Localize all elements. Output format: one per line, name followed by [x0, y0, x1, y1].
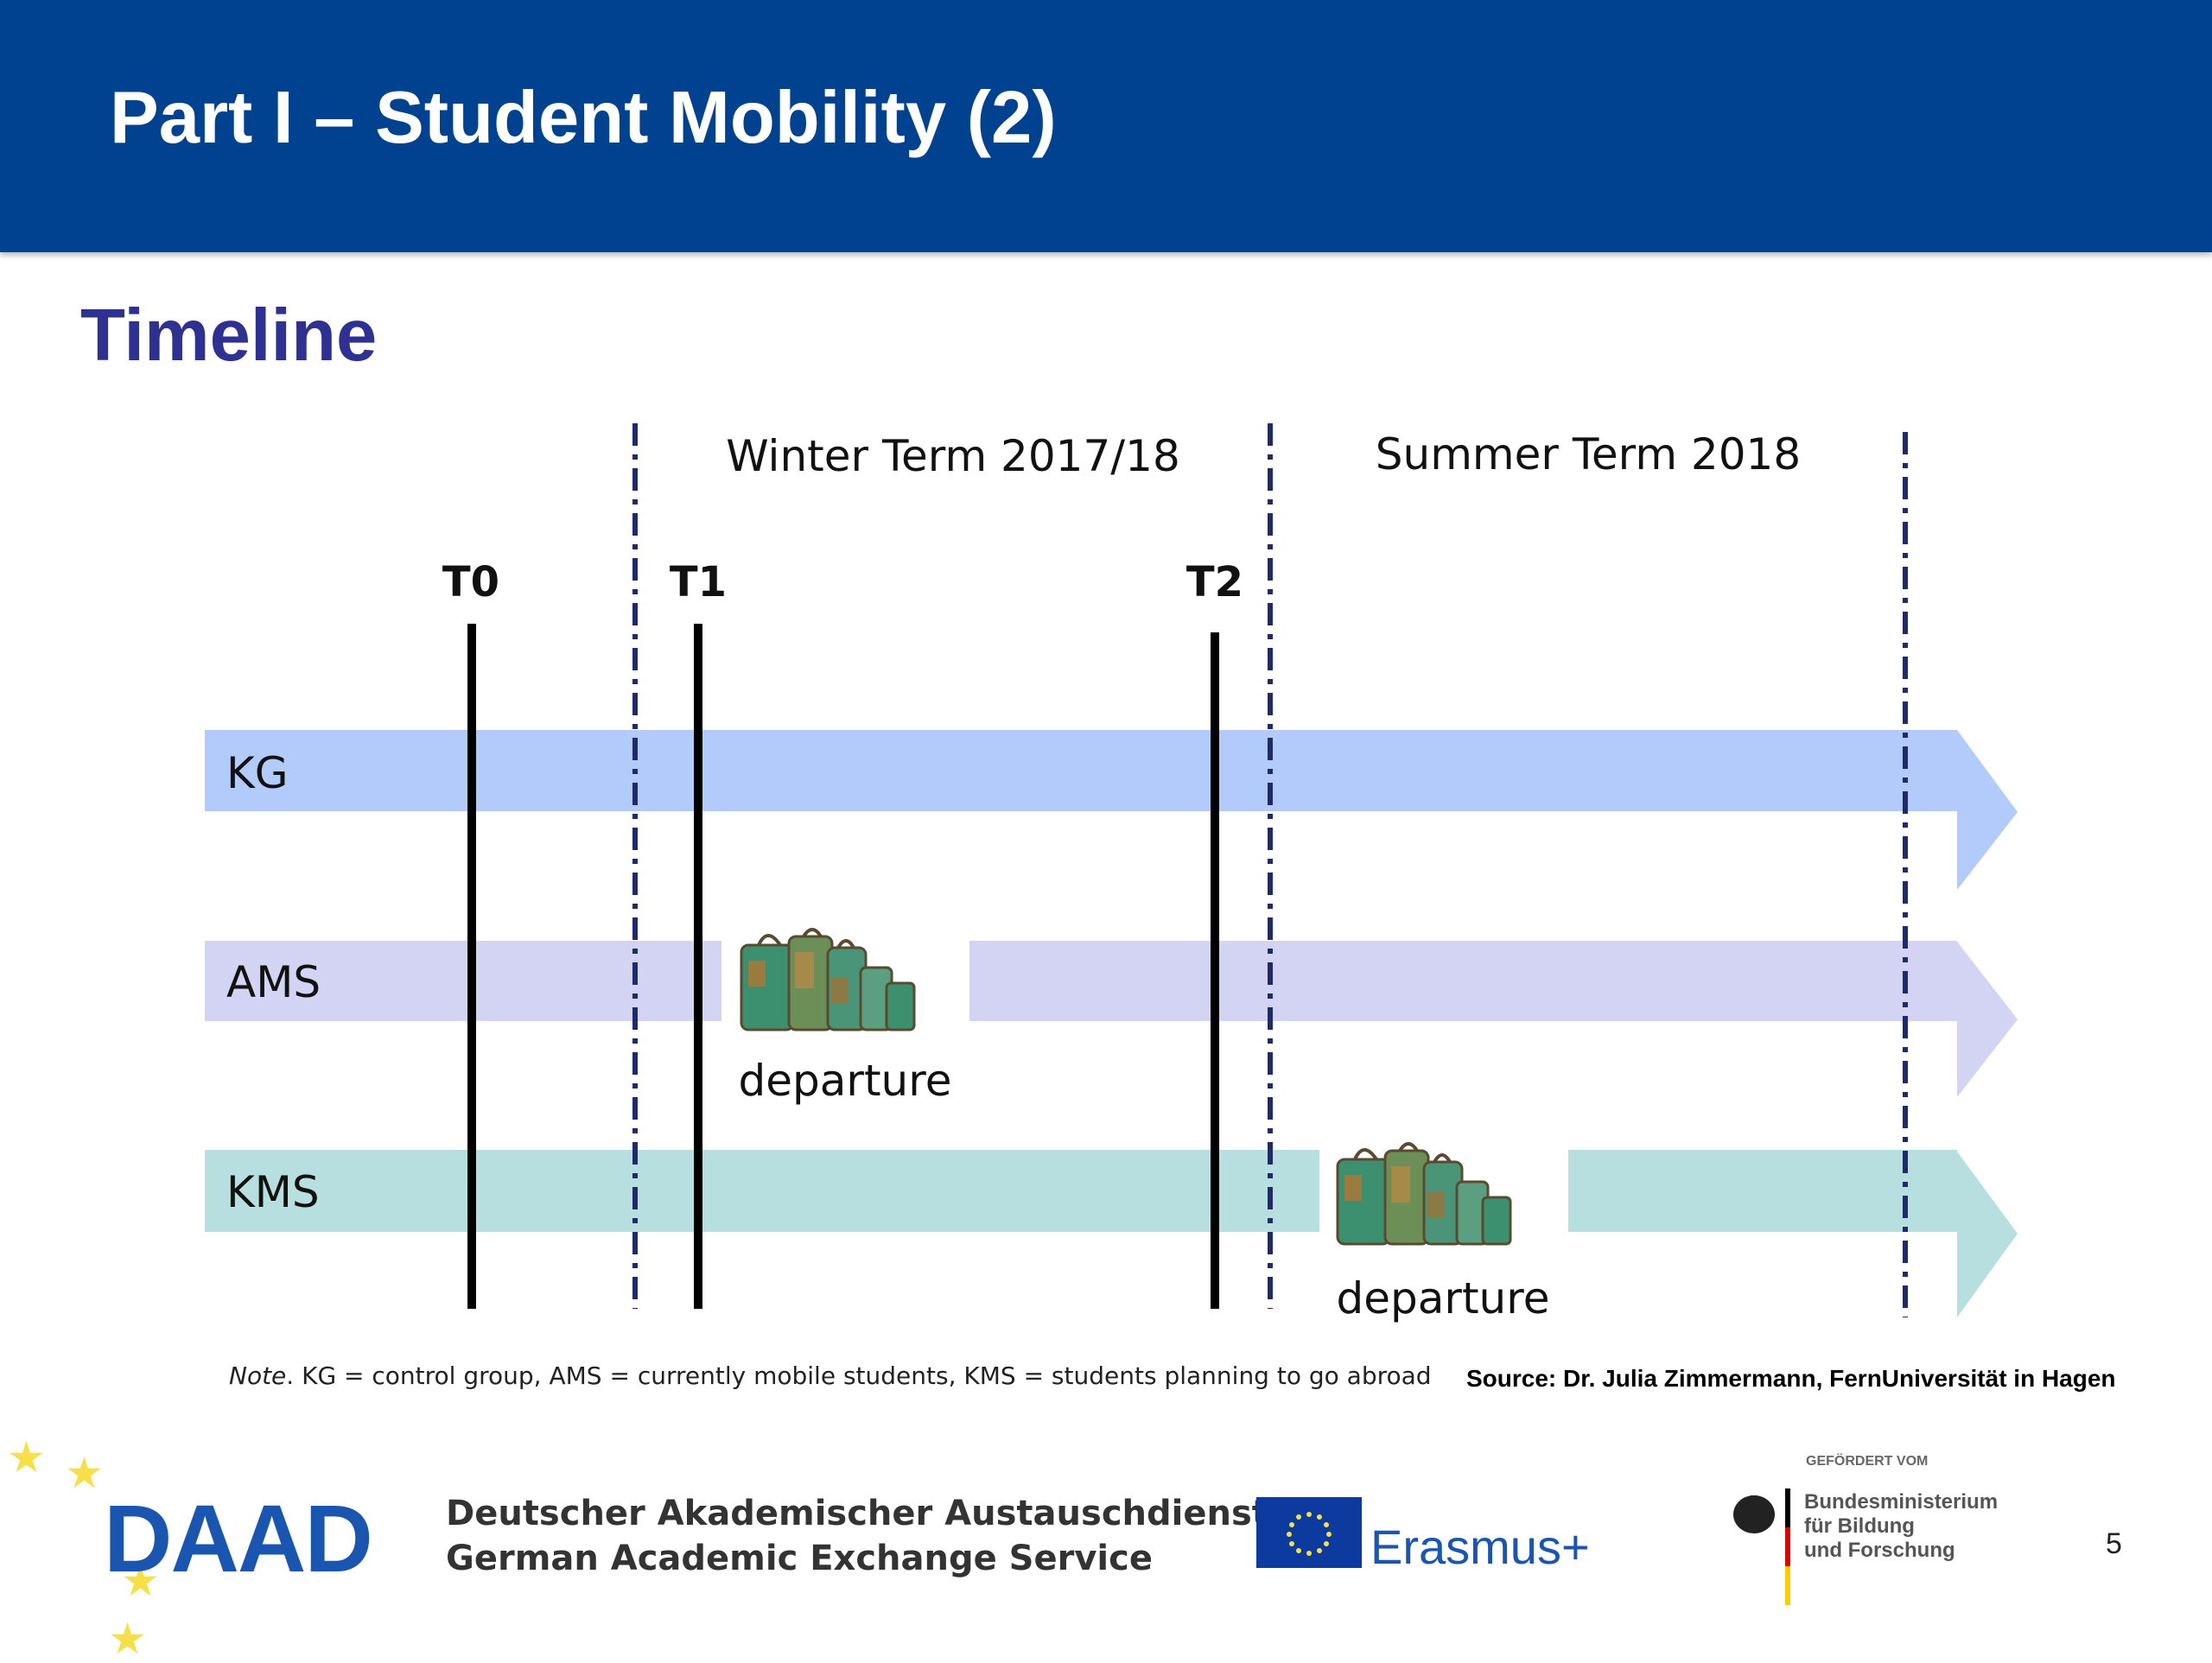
- kms-label: KMS: [226, 1167, 320, 1217]
- star-icon: ★: [121, 1557, 160, 1605]
- kg-arrowhead: [1957, 730, 2018, 890]
- t0-label: T0: [442, 558, 499, 606]
- kg-label: KG: [226, 748, 289, 798]
- daad-name: Deutscher Akademischer Austauschdienst G…: [446, 1491, 1268, 1581]
- kms-departure-label: departure: [1337, 1273, 1550, 1323]
- erasmus-logo: Erasmus+: [1370, 1520, 1590, 1574]
- star-icon: ★: [65, 1449, 104, 1497]
- page-number: 5: [2106, 1527, 2122, 1560]
- ministry-line: und Forschung: [1804, 1539, 1955, 1562]
- star-icon: ★: [7, 1433, 46, 1482]
- ams-suitcases-icon: [740, 928, 916, 1031]
- kms-bar-end: [1568, 1150, 1957, 1232]
- kms-bar-start: [205, 1150, 1319, 1232]
- note-prefix: Note: [229, 1362, 287, 1390]
- ministry-sponsor-label: GEFÖRDERT VOM: [1806, 1454, 1929, 1469]
- kms-suitcases-icon: [1336, 1142, 1512, 1246]
- kg-bar: [205, 730, 1957, 811]
- ams-row: AMS: [205, 941, 2018, 1097]
- daad-name-en: German Academic Exchange Service: [446, 1539, 1153, 1578]
- ams-label: AMS: [226, 957, 321, 1007]
- daad-logo: DAAD: [104, 1486, 373, 1592]
- summer-term-label: Summer Term 2018: [1376, 429, 1801, 479]
- ministry-line: Bundesministerium: [1804, 1490, 1999, 1514]
- ministry-line: für Bildung: [1804, 1514, 1915, 1538]
- daad-name-de: Deutscher Akademischer Austauschdienst: [446, 1494, 1268, 1533]
- slide-title: Part I – Student Mobility (2): [110, 77, 1057, 159]
- kg-row: KG: [205, 730, 2018, 890]
- section-title: Timeline: [80, 295, 378, 377]
- ams-bar-end: [969, 941, 1957, 1021]
- eu-stars-icon: [1287, 1512, 1332, 1556]
- kms-row: KMS: [205, 1150, 2018, 1317]
- bmbf-logo-icon: [1733, 1488, 1790, 1605]
- ams-departure-label: departure: [739, 1056, 952, 1106]
- ams-arrowhead: [1957, 942, 2018, 1097]
- t2-label: T2: [1186, 558, 1243, 606]
- t1-label: T1: [670, 558, 727, 606]
- note-text: . KG = control group, AMS = currently mo…: [286, 1362, 1432, 1390]
- source-credit: Source: Dr. Julia Zimmermann, FernUniver…: [1466, 1365, 2116, 1392]
- star-icon: ★: [108, 1615, 147, 1663]
- kms-arrowhead: [1957, 1152, 2018, 1317]
- diagram-note: Note. KG = control group, AMS = currentl…: [229, 1362, 1432, 1390]
- winter-term-label: Winter Term 2017/18: [726, 431, 1180, 481]
- eagle-icon: [1733, 1495, 1775, 1533]
- eu-flag-icon: [1256, 1497, 1362, 1568]
- slide-header: Part I – Student Mobility (2): [0, 0, 2212, 252]
- ministry-name: Bundesministerium für Bildung und Forsch…: [1804, 1490, 1998, 1563]
